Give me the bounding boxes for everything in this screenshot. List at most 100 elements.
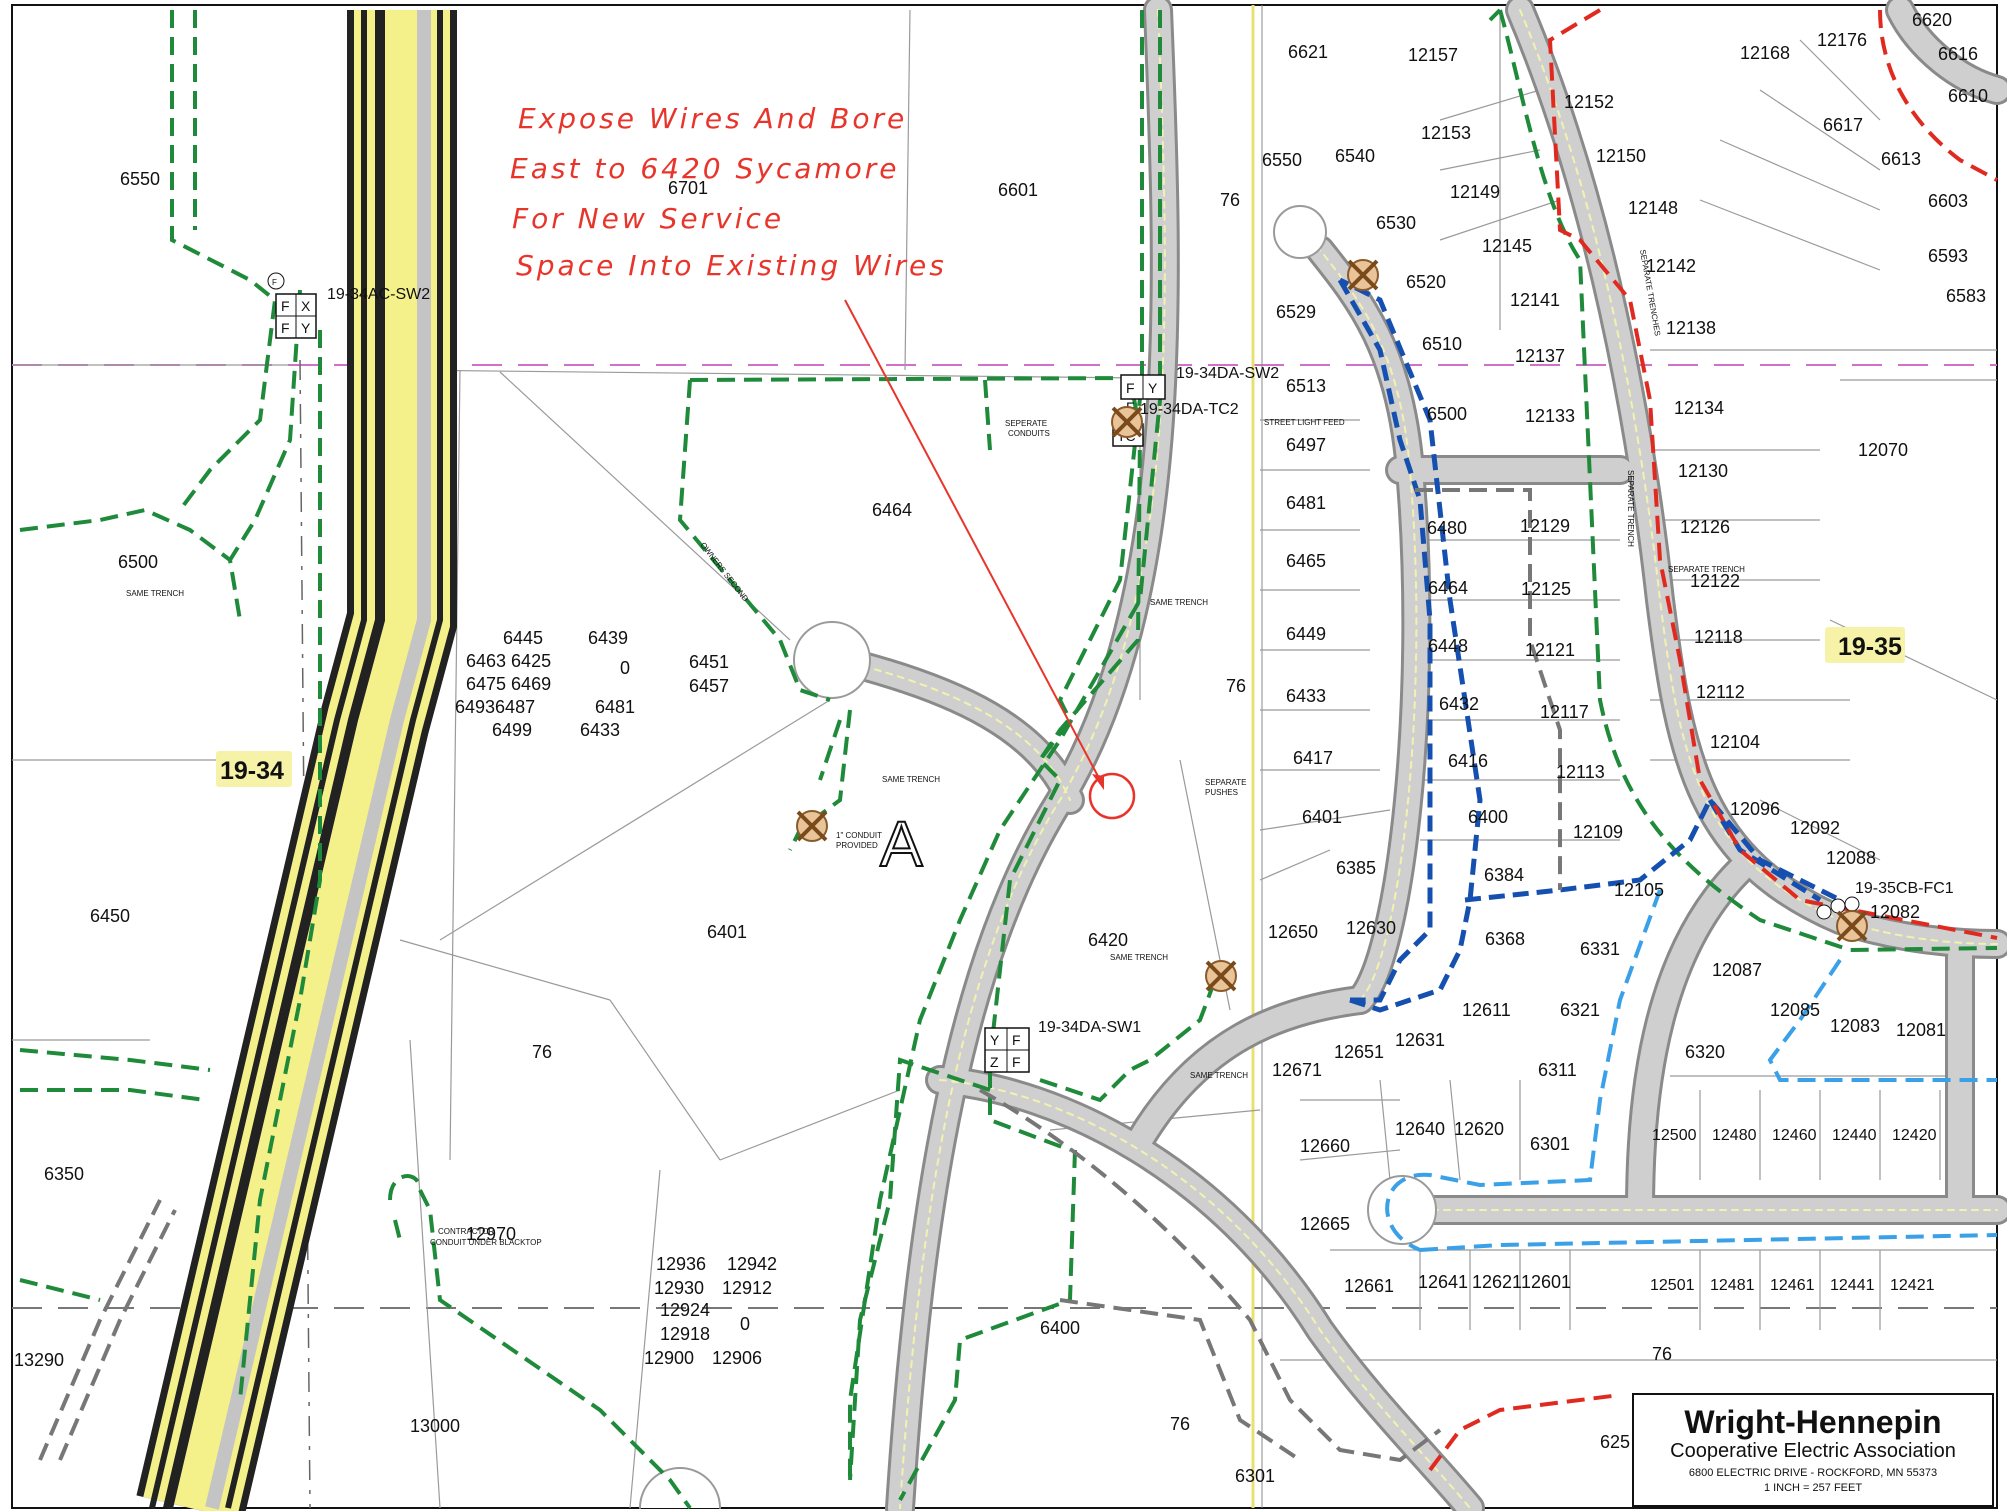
lot-number: 76 xyxy=(532,1042,552,1062)
lot-number: 6417 xyxy=(1293,748,1333,768)
lot-number: 76 xyxy=(1220,190,1240,210)
lot-number: 625 xyxy=(1600,1432,1630,1452)
lot-number: 12081 xyxy=(1896,1020,1946,1040)
fc-label-cb: 19-35CB-FC1 xyxy=(1855,880,1954,897)
lot-number: 6457 xyxy=(689,676,729,696)
lot-number: 6613 xyxy=(1881,149,1921,169)
lot-number: 6320 xyxy=(1685,1042,1725,1062)
lot-number: 12118 xyxy=(1694,627,1743,647)
highway xyxy=(136,10,457,1511)
lot-number: 12152 xyxy=(1564,92,1614,112)
lot-number: 12092 xyxy=(1790,818,1840,838)
lot-number: 6550 xyxy=(1262,150,1302,170)
lot-number: 12480 xyxy=(1712,1127,1757,1144)
lot-number: 12153 xyxy=(1421,123,1471,143)
lot-number: 12157 xyxy=(1408,45,1458,65)
lot-number: 6321 xyxy=(1560,1000,1600,1020)
lot-number: 12087 xyxy=(1712,960,1762,980)
same-trench-note: SAME TRENCH xyxy=(126,589,184,598)
lot-number: 12104 xyxy=(1710,732,1760,752)
lot-number: 12082 xyxy=(1870,902,1920,922)
sym-f-label: F xyxy=(281,298,290,314)
lot-number: 6475 6469 xyxy=(466,674,551,694)
lot-number: 12900 xyxy=(644,1348,694,1368)
lot-number: 6499 xyxy=(492,720,532,740)
lot-number: 6432 xyxy=(1439,694,1479,714)
lot-number: 6530 xyxy=(1376,213,1416,233)
lot-number: 6510 xyxy=(1422,334,1462,354)
lot-number: 12085 xyxy=(1770,1000,1820,1020)
note-line-2: East to 6420 Sycamore xyxy=(510,152,900,185)
lot-number: 12105 xyxy=(1614,880,1664,900)
lot-number: 6449 xyxy=(1286,624,1326,644)
lot-number: 12501 xyxy=(1650,1277,1695,1294)
lot-number: 12088 xyxy=(1826,848,1876,868)
switch-label-da2: 19-34DA-SW2 xyxy=(1176,365,1279,382)
lot-number: 6481 xyxy=(1286,493,1326,513)
lot-number: 6617 xyxy=(1823,115,1863,135)
sym-f-label: F xyxy=(1012,1054,1021,1070)
note-arrow xyxy=(844,299,1136,820)
lot-number: 6465 xyxy=(1286,551,1326,571)
lot-number: 6401 xyxy=(1302,807,1342,827)
device-fc-cb: 19-35CB-FC1 xyxy=(1816,880,1954,943)
lot-number: 12141 xyxy=(1510,290,1560,310)
lot-number: 6464 xyxy=(872,500,912,520)
lot-number: 6416 xyxy=(1448,751,1488,771)
lot-number: 12912 xyxy=(722,1278,772,1298)
lot-number: 6463 6425 xyxy=(466,651,551,671)
parcel-lines xyxy=(12,9,1998,1509)
conduit-provided-note: 1" CONDUIT xyxy=(836,831,882,840)
street-light-feed-note: STREET LIGHT FEED xyxy=(1264,418,1345,427)
lot-number: 12661 xyxy=(1344,1276,1394,1296)
lot-number: 6420 xyxy=(1088,930,1128,950)
lot-number: 76 xyxy=(1652,1344,1672,1364)
lot-number: 12122 xyxy=(1690,571,1740,591)
lot-number: 12145 xyxy=(1482,236,1532,256)
lot-number: 6301 xyxy=(1235,1466,1275,1486)
lot-number: 12441 xyxy=(1830,1277,1875,1294)
device-sw-da2: F Y 19-34DA-SW2 F 19-34DA-TC2 TC xyxy=(1110,365,1279,447)
lot-number: 12936 xyxy=(656,1254,706,1274)
company-address: 6800 ELECTRIC DRIVE - ROCKFORD, MN 55373 xyxy=(1688,1467,1938,1479)
sym-f-label: F xyxy=(1012,1032,1021,1048)
lot-number: 12650 xyxy=(1268,922,1318,942)
lot-number: 13000 xyxy=(410,1416,460,1436)
lot-number: 12665 xyxy=(1300,1214,1350,1234)
note-line-4: Space Into Existing Wires xyxy=(516,249,947,282)
lot-number: 12148 xyxy=(1628,198,1678,218)
lot-number: 6368 xyxy=(1485,929,1525,949)
lot-numbers: 6550 6500 6450 6350 13290 13000 12970 76… xyxy=(14,10,1988,1486)
lot-number: 6481 xyxy=(595,697,635,717)
lot-number: 13290 xyxy=(14,1350,64,1370)
lot-number: 12640 xyxy=(1395,1119,1445,1139)
lot-number: 6520 xyxy=(1406,272,1446,292)
lot-number: 12630 xyxy=(1346,918,1396,938)
lot-number: 12906 xyxy=(712,1348,762,1368)
roads xyxy=(639,0,2007,1511)
switch-label-ac: 19-34AC-SW2 xyxy=(327,286,430,303)
sym-f-label: F xyxy=(272,278,277,287)
lot-number: 12130 xyxy=(1678,461,1728,481)
sym-f-label: F xyxy=(1126,380,1135,396)
lot-number: 6401 xyxy=(707,922,747,942)
company-name: Wright-Hennepin xyxy=(1684,1404,1942,1440)
lot-number: 12631 xyxy=(1395,1030,1445,1050)
transformer-label-tc: 19-34DA-TC2 xyxy=(1140,401,1239,418)
map-frame xyxy=(11,4,1998,1509)
lot-number: 12142 xyxy=(1646,256,1696,276)
lot-number: 6385 xyxy=(1336,858,1376,878)
grid-labels: 19-34 19-35 xyxy=(216,627,1905,787)
same-trench-note: SAME TRENCH xyxy=(1110,953,1168,962)
sym-f-label: F xyxy=(281,320,290,336)
device-sw-ac: F F X F Y 19-34AC-SW2 xyxy=(267,272,430,339)
lot-number: 12138 xyxy=(1666,318,1716,338)
lot-number: 6445 xyxy=(503,628,543,648)
lot-number: 12421 xyxy=(1890,1277,1935,1294)
owners-second-note: OWNERS SECOND xyxy=(698,541,750,604)
lot-number: 12671 xyxy=(1272,1060,1322,1080)
lot-number: 12420 xyxy=(1892,1127,1937,1144)
handwritten-note: Expose Wires And Bore East to 6420 Sycam… xyxy=(510,102,947,282)
lot-number: 6603 xyxy=(1928,191,1968,211)
sym-y-label: Y xyxy=(1148,380,1158,396)
